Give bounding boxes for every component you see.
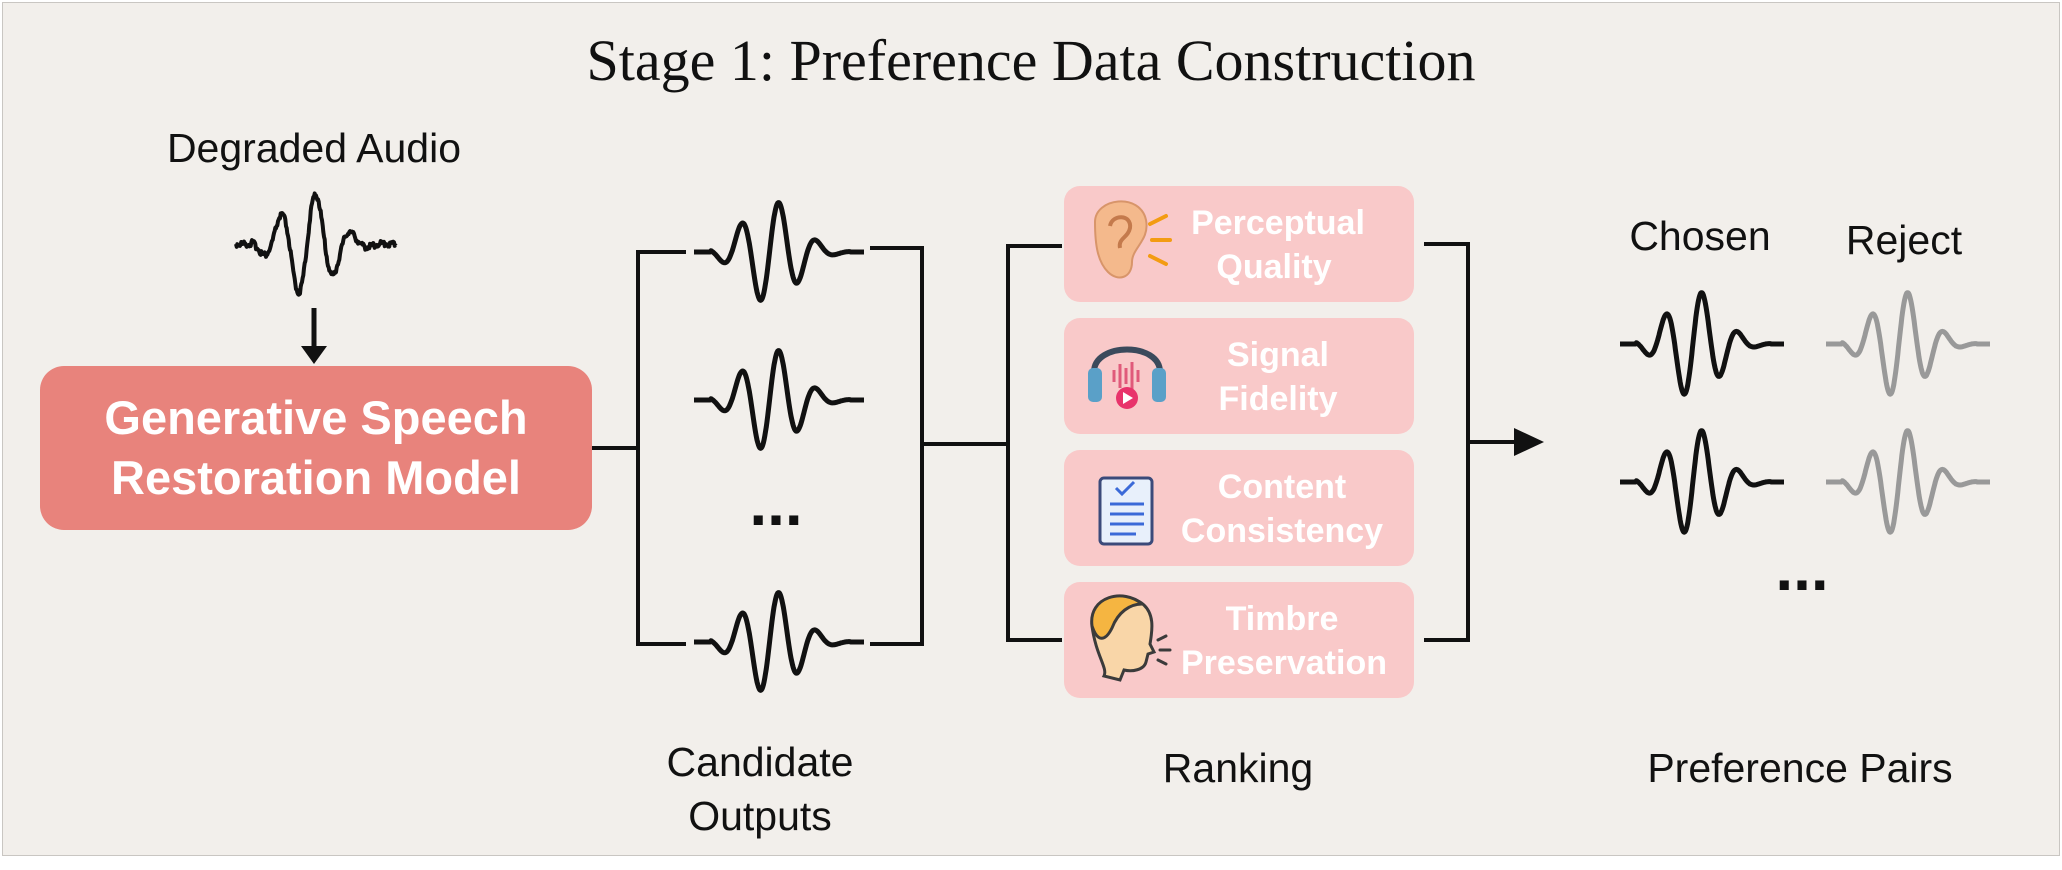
- speaking-head-icon: [1090, 594, 1172, 682]
- criterion-signal-fidelity: Signal Fidelity: [1064, 318, 1414, 434]
- ranking-right-bracket: [1424, 242, 1470, 642]
- waveform-line: [1824, 290, 1992, 397]
- criterion-label-line2: Consistency: [1181, 512, 1383, 550]
- degraded-audio-label: Degraded Audio: [167, 125, 461, 171]
- model-label-line2: Restoration Model: [111, 451, 521, 504]
- criterion-label-line1: Perceptual: [1191, 204, 1365, 242]
- reject-label: Reject: [1846, 217, 1963, 263]
- headphones-icon: [1088, 346, 1166, 409]
- candidate-waveform-icon: [692, 590, 866, 693]
- preference-pairs-label: Preference Pairs: [1647, 745, 1952, 791]
- waveform-line: [692, 590, 866, 693]
- waveform-line: [234, 191, 398, 297]
- pairs-ellipsis: ...: [1775, 532, 1828, 604]
- waveform-line: [692, 200, 866, 303]
- document-icon: [1098, 476, 1154, 546]
- input-arrow-head: [301, 346, 327, 364]
- criterion-timbre-preservation: Timbre Preservation: [1064, 582, 1414, 698]
- waveform-line: [1618, 290, 1786, 397]
- waveform-line: [692, 348, 866, 451]
- waveform-line: [1824, 428, 1992, 535]
- chosen-waveform-icon: [1618, 428, 1786, 535]
- chosen-label: Chosen: [1629, 213, 1770, 259]
- chosen-waveform-icon: [1618, 290, 1786, 397]
- model-label-line1: Generative Speech: [104, 391, 527, 444]
- degraded-waveform-icon: [234, 191, 398, 297]
- candidates-right-bracket: [870, 246, 924, 646]
- reject-waveform-icon: [1824, 290, 1992, 397]
- criterion-label-line2: Preservation: [1181, 644, 1387, 682]
- ranking-label: Ranking: [1163, 745, 1313, 791]
- criterion-label-line1: Timbre: [1226, 600, 1339, 638]
- criterion-content-consistency: Content Consistency: [1064, 450, 1414, 566]
- criterion-perceptual-quality: Perceptual Quality: [1064, 186, 1414, 302]
- criterion-label-line1: Signal: [1227, 336, 1329, 374]
- reject-waveform-icon: [1824, 428, 1992, 535]
- diagram-title: Stage 1: Preference Data Construction: [586, 28, 1475, 93]
- waveform-line: [1618, 428, 1786, 535]
- criterion-label-line2: Quality: [1216, 248, 1331, 286]
- criterion-label-line2: Fidelity: [1218, 380, 1337, 418]
- candidate-waveform-icon: [692, 200, 866, 303]
- candidates-ellipsis: ...: [749, 467, 802, 539]
- candidates-left-bracket: [636, 250, 686, 646]
- candidates-label-line2: Outputs: [688, 793, 832, 839]
- candidate-waveform-icon: [692, 348, 866, 451]
- ear-icon: [1093, 200, 1172, 279]
- model-box: [40, 366, 592, 530]
- criterion-label-line1: Content: [1218, 468, 1346, 506]
- ranking-left-bracket: [1006, 244, 1062, 642]
- candidates-label-line1: Candidate: [667, 739, 854, 785]
- output-arrow-head: [1514, 428, 1544, 456]
